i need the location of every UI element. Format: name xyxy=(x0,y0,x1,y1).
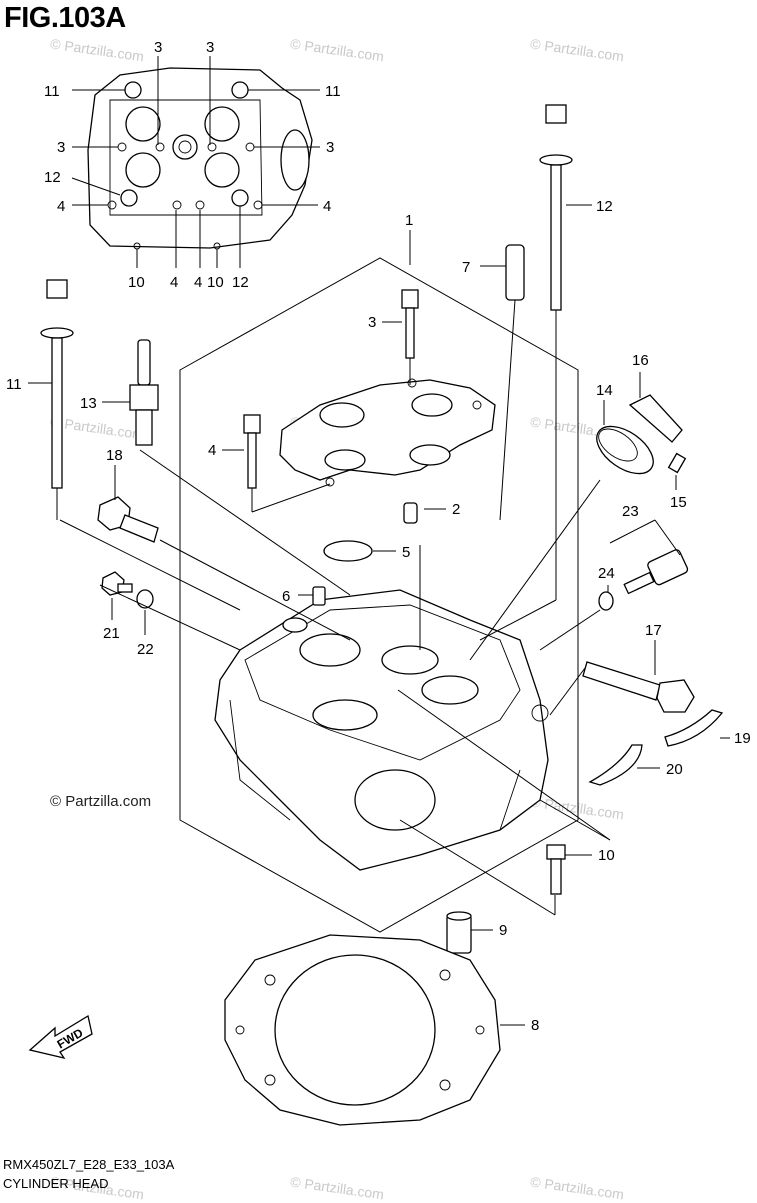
callout-22: 22 xyxy=(137,641,154,658)
clamp-16 xyxy=(628,394,683,443)
callout-8: 8 xyxy=(531,1017,539,1034)
plug-7 xyxy=(499,244,525,521)
callout-4: 4 xyxy=(323,198,331,215)
callout-10: 10 xyxy=(207,274,224,291)
callout-11: 11 xyxy=(325,83,341,100)
callout-3: 3 xyxy=(368,314,376,331)
callout-2: 2 xyxy=(452,501,460,518)
callout-4: 4 xyxy=(170,274,178,291)
callout-15: 15 xyxy=(670,494,687,511)
gasket-24 xyxy=(598,591,614,611)
o-ring-5 xyxy=(323,540,373,562)
callout-10: 10 xyxy=(128,274,145,291)
callout-6: 6 xyxy=(282,588,290,605)
sensor-23 xyxy=(623,549,689,595)
dowel-9 xyxy=(446,911,472,954)
cylinder-head-top-view xyxy=(87,67,313,250)
bolt-18 xyxy=(97,496,159,543)
callout-3: 3 xyxy=(206,39,214,56)
callout-12: 12 xyxy=(596,198,613,215)
callout-3: 3 xyxy=(326,139,334,156)
figure-title: FIG.103A xyxy=(4,2,126,34)
bolt-17 xyxy=(582,661,695,713)
callout-12: 12 xyxy=(232,274,249,291)
intake-pipe-14 xyxy=(596,425,654,475)
diagram-code: RMX450ZL7_E28_E33_103A xyxy=(3,1157,175,1172)
callout-16: 16 xyxy=(632,352,649,369)
callout-24: 24 xyxy=(598,565,615,582)
callout-20: 20 xyxy=(666,761,683,778)
callout-4: 4 xyxy=(194,274,202,291)
callout-3: 3 xyxy=(57,139,65,156)
callout-1: 1 xyxy=(405,212,413,229)
diagram-caption: CYLINDER HEAD xyxy=(3,1176,109,1191)
callout-23: 23 xyxy=(622,503,639,520)
callout-14: 14 xyxy=(596,382,613,399)
callout-19: 19 xyxy=(734,730,751,747)
callout-21: 21 xyxy=(103,625,120,642)
bolt-3 xyxy=(401,289,419,385)
callout-labels: 11 11 3 3 3 3 12 4 4 10 4 4 10 12 1 7 12… xyxy=(6,39,751,1034)
callout-4: 4 xyxy=(57,198,65,215)
callout-11: 11 xyxy=(6,376,22,393)
callout-11: 11 xyxy=(44,83,60,100)
stud-bolt-11 xyxy=(40,279,74,520)
stud-bolt-12 xyxy=(539,104,573,600)
assembly-leaders xyxy=(59,230,611,916)
callout-9: 9 xyxy=(499,922,507,939)
callout-3: 3 xyxy=(154,39,162,56)
callout-10: 10 xyxy=(598,847,615,864)
callout-4: 4 xyxy=(208,442,216,459)
callout-13: 13 xyxy=(80,395,97,412)
fitting-6 xyxy=(312,586,326,606)
spark-plug-13 xyxy=(129,339,159,446)
assembly-boundary xyxy=(179,257,579,933)
screw-15 xyxy=(667,452,687,474)
clip-20 xyxy=(588,744,643,786)
bolt-10 xyxy=(546,844,566,895)
cylinder-head-gasket-8 xyxy=(224,934,501,1126)
bolt-21 xyxy=(101,571,133,596)
fwd-arrow-icon xyxy=(28,1014,93,1060)
watermark-strong: © Partzilla.com xyxy=(50,793,152,810)
callout-18: 18 xyxy=(106,447,123,464)
cylinder-head-body xyxy=(214,589,549,871)
bolt-4 xyxy=(243,414,261,512)
clip-19 xyxy=(664,709,724,747)
camshaft-holder xyxy=(279,378,496,487)
top-view-leaders xyxy=(71,56,320,268)
callout-leaders xyxy=(28,204,730,1026)
callout-5: 5 xyxy=(402,544,410,561)
callout-12: 12 xyxy=(44,169,61,186)
callout-7: 7 xyxy=(462,259,470,276)
washer-22 xyxy=(136,589,154,609)
dowel-pin-2 xyxy=(403,502,418,524)
callout-17: 17 xyxy=(645,622,662,639)
